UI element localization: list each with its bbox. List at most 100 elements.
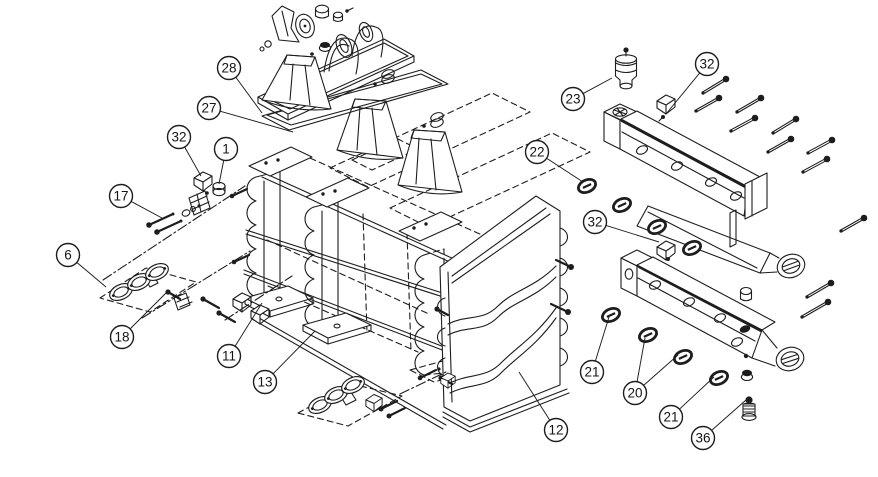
column-3-bracket <box>398 211 463 242</box>
rail-upper-boss <box>776 253 806 279</box>
bolt <box>839 214 868 233</box>
screw-plug <box>612 197 632 213</box>
bolt <box>701 75 730 95</box>
callout-leader <box>636 337 646 382</box>
small-cap <box>740 369 754 382</box>
bolt <box>735 94 765 114</box>
screw-plug <box>682 240 702 256</box>
bolt <box>766 135 795 154</box>
bolt <box>771 115 800 135</box>
oval-cover <box>127 273 151 291</box>
callout-leader <box>234 302 263 347</box>
screw-plug <box>638 327 658 343</box>
callout-label: 22 <box>529 145 544 160</box>
callout-balloon <box>213 136 239 162</box>
callout-label: 13 <box>257 375 272 390</box>
hw-cluster-18 <box>165 289 270 325</box>
callout-label: 18 <box>114 330 129 345</box>
callout-balloon <box>216 55 242 81</box>
oval-cover <box>145 263 169 281</box>
callout-balloon <box>694 51 720 77</box>
bolt <box>806 136 836 155</box>
callout-label: 32 <box>171 130 186 145</box>
callout-leader <box>76 262 107 288</box>
column-2-bracket <box>305 177 370 208</box>
callout-32: 32 <box>665 51 720 115</box>
main-assembly <box>99 4 806 433</box>
callout-28: 28 <box>216 55 263 114</box>
callout-13: 13 <box>252 330 316 395</box>
bolt <box>800 298 832 319</box>
callout-label: 21 <box>584 365 599 380</box>
callout-leader <box>235 76 263 114</box>
bolt <box>694 94 723 113</box>
callout-leader <box>605 224 660 243</box>
bolt <box>805 279 835 299</box>
cover-straps <box>323 21 384 75</box>
callout-18: 18 <box>109 292 167 350</box>
callout-leader <box>594 316 610 362</box>
oval-covers-layer <box>109 263 365 414</box>
callout-balloon <box>560 86 586 112</box>
callout-12: 12 <box>518 371 569 443</box>
callout-leader <box>184 146 202 177</box>
callout-leader <box>272 330 316 375</box>
screw-plug <box>601 307 621 323</box>
part-36-fitting <box>741 396 757 421</box>
callout-leader <box>219 110 294 133</box>
callout-label: 27 <box>201 101 216 116</box>
clamp-32-lower <box>656 240 676 261</box>
callout-balloon <box>582 209 608 235</box>
part-23-valve <box>614 47 638 90</box>
callout-leader <box>582 77 613 94</box>
callout-label: 21 <box>663 410 678 425</box>
callout-label: 23 <box>565 92 580 107</box>
callout-leader <box>546 157 584 183</box>
callout-balloon <box>108 183 134 209</box>
callout-label: 1 <box>222 142 230 157</box>
clamp-32-left <box>193 171 213 192</box>
callout-leader <box>665 72 701 115</box>
callout-label: 28 <box>221 61 236 76</box>
cover-cap <box>318 42 332 52</box>
rail-lower-boss <box>775 346 805 372</box>
hopper-1 <box>261 54 332 111</box>
callout-32: 32 <box>582 209 660 243</box>
callout-22: 22 <box>524 139 584 183</box>
grid-plate <box>188 190 211 216</box>
callout-balloon <box>524 139 550 165</box>
callout-21: 21 <box>579 316 610 385</box>
callout-leader <box>518 371 551 421</box>
callout-balloon <box>109 324 135 350</box>
callout-leader <box>129 292 167 330</box>
cover-top-hardware <box>259 4 354 52</box>
callout-balloon <box>622 380 648 406</box>
callout-balloon <box>690 425 716 451</box>
callout-label: 11 <box>222 349 236 364</box>
callout-leader <box>711 399 747 431</box>
screw-plug <box>647 219 667 235</box>
callout-balloon <box>579 359 605 385</box>
callout-balloon <box>543 417 569 443</box>
callout-20: 20 <box>622 337 679 406</box>
bolt <box>801 155 831 174</box>
oval-cover <box>341 376 365 394</box>
callout-27: 27 <box>196 95 294 133</box>
callout-21: 21 <box>658 376 715 430</box>
callout-32: 32 <box>166 124 202 177</box>
callout-balloon <box>55 242 81 268</box>
bolt <box>729 114 759 133</box>
callout-balloon <box>658 404 684 430</box>
mount-rail-upper <box>603 103 806 279</box>
column-side-bolts <box>229 187 251 265</box>
callout-label: 32 <box>699 57 714 72</box>
screw-plug <box>577 178 597 194</box>
callout-23: 23 <box>560 77 613 112</box>
callout-balloon <box>196 95 222 121</box>
part-12-panel <box>434 195 574 433</box>
callout-leader <box>679 376 715 410</box>
part-1-clamp <box>212 181 226 197</box>
callout-balloon <box>166 124 192 150</box>
